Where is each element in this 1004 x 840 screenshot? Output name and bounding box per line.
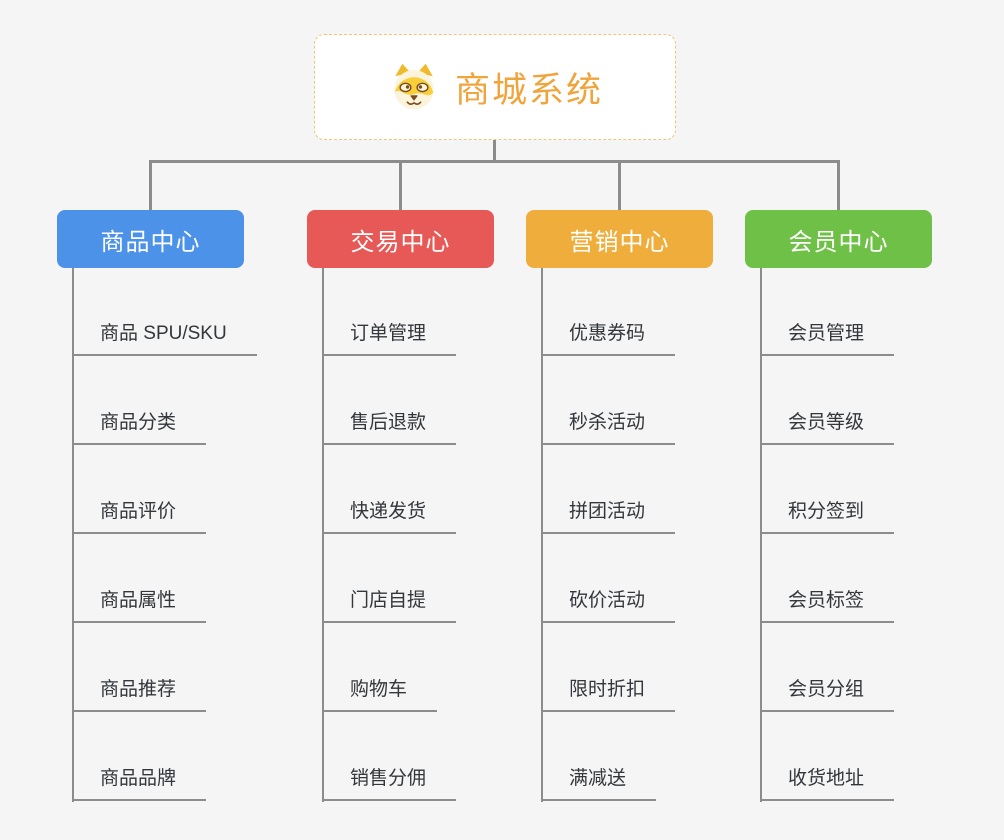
branch-trade-center[interactable]: 交易中心 [307, 210, 494, 268]
topic-express-delivery[interactable]: 快递发货 [322, 490, 457, 534]
topic-points-checkin[interactable]: 积分签到 [760, 490, 895, 534]
topic-product-category[interactable]: 商品分类 [72, 401, 207, 445]
connector-root-to-bus [493, 140, 496, 162]
topic-product-spu-sku[interactable]: 商品 SPU/SKU [72, 312, 257, 356]
connector-drop-member [837, 160, 840, 211]
branch-label: 交易中心 [350, 228, 451, 256]
topic-product-review[interactable]: 商品评价 [72, 490, 207, 534]
connector-trunk-product [72, 268, 74, 802]
topic-member-tag[interactable]: 会员标签 [760, 579, 895, 623]
topic-full-reduction[interactable]: 满减送 [541, 757, 657, 801]
topic-member-level[interactable]: 会员等级 [760, 401, 895, 445]
root-topic-label: 商城系统 [454, 70, 603, 110]
topic-shipping-address[interactable]: 收货地址 [760, 757, 895, 801]
topic-bargain-activity[interactable]: 砍价活动 [541, 579, 676, 623]
connector-drop-marketing [618, 160, 621, 211]
topic-product-attribute[interactable]: 商品属性 [72, 579, 207, 623]
topic-member-management[interactable]: 会员管理 [760, 312, 895, 356]
topic-flash-sale[interactable]: 秒杀活动 [541, 401, 676, 445]
topic-limited-time-discount[interactable]: 限时折扣 [541, 668, 676, 712]
topic-order-management[interactable]: 订单管理 [322, 312, 457, 356]
root-topic[interactable]: 商城系统 [314, 34, 676, 140]
topic-shopping-cart[interactable]: 购物车 [322, 668, 438, 712]
topic-member-group[interactable]: 会员分组 [760, 668, 895, 712]
connector-drop-trade [399, 160, 402, 211]
branch-label: 营销中心 [569, 228, 670, 256]
topic-product-brand[interactable]: 商品品牌 [72, 757, 207, 801]
connector-trunk-marketing [541, 268, 543, 802]
connector-trunk-trade [322, 268, 324, 802]
branch-marketing-center[interactable]: 营销中心 [526, 210, 713, 268]
doge-face-icon [394, 63, 434, 110]
connector-drop-product [149, 160, 152, 211]
connector-trunk-member [760, 268, 762, 802]
branch-member-center[interactable]: 会员中心 [745, 210, 932, 268]
branch-label: 会员中心 [788, 228, 889, 256]
branch-product-center[interactable]: 商品中心 [57, 210, 244, 268]
topic-aftersale-refund[interactable]: 售后退款 [322, 401, 457, 445]
connector-bus [149, 160, 840, 163]
topic-sales-commission[interactable]: 销售分佣 [322, 757, 457, 801]
topic-coupon-code[interactable]: 优惠券码 [541, 312, 676, 356]
topic-product-recommend[interactable]: 商品推荐 [72, 668, 207, 712]
topic-group-buy[interactable]: 拼团活动 [541, 490, 676, 534]
branch-label: 商品中心 [100, 228, 201, 256]
topic-store-pickup[interactable]: 门店自提 [322, 579, 457, 623]
